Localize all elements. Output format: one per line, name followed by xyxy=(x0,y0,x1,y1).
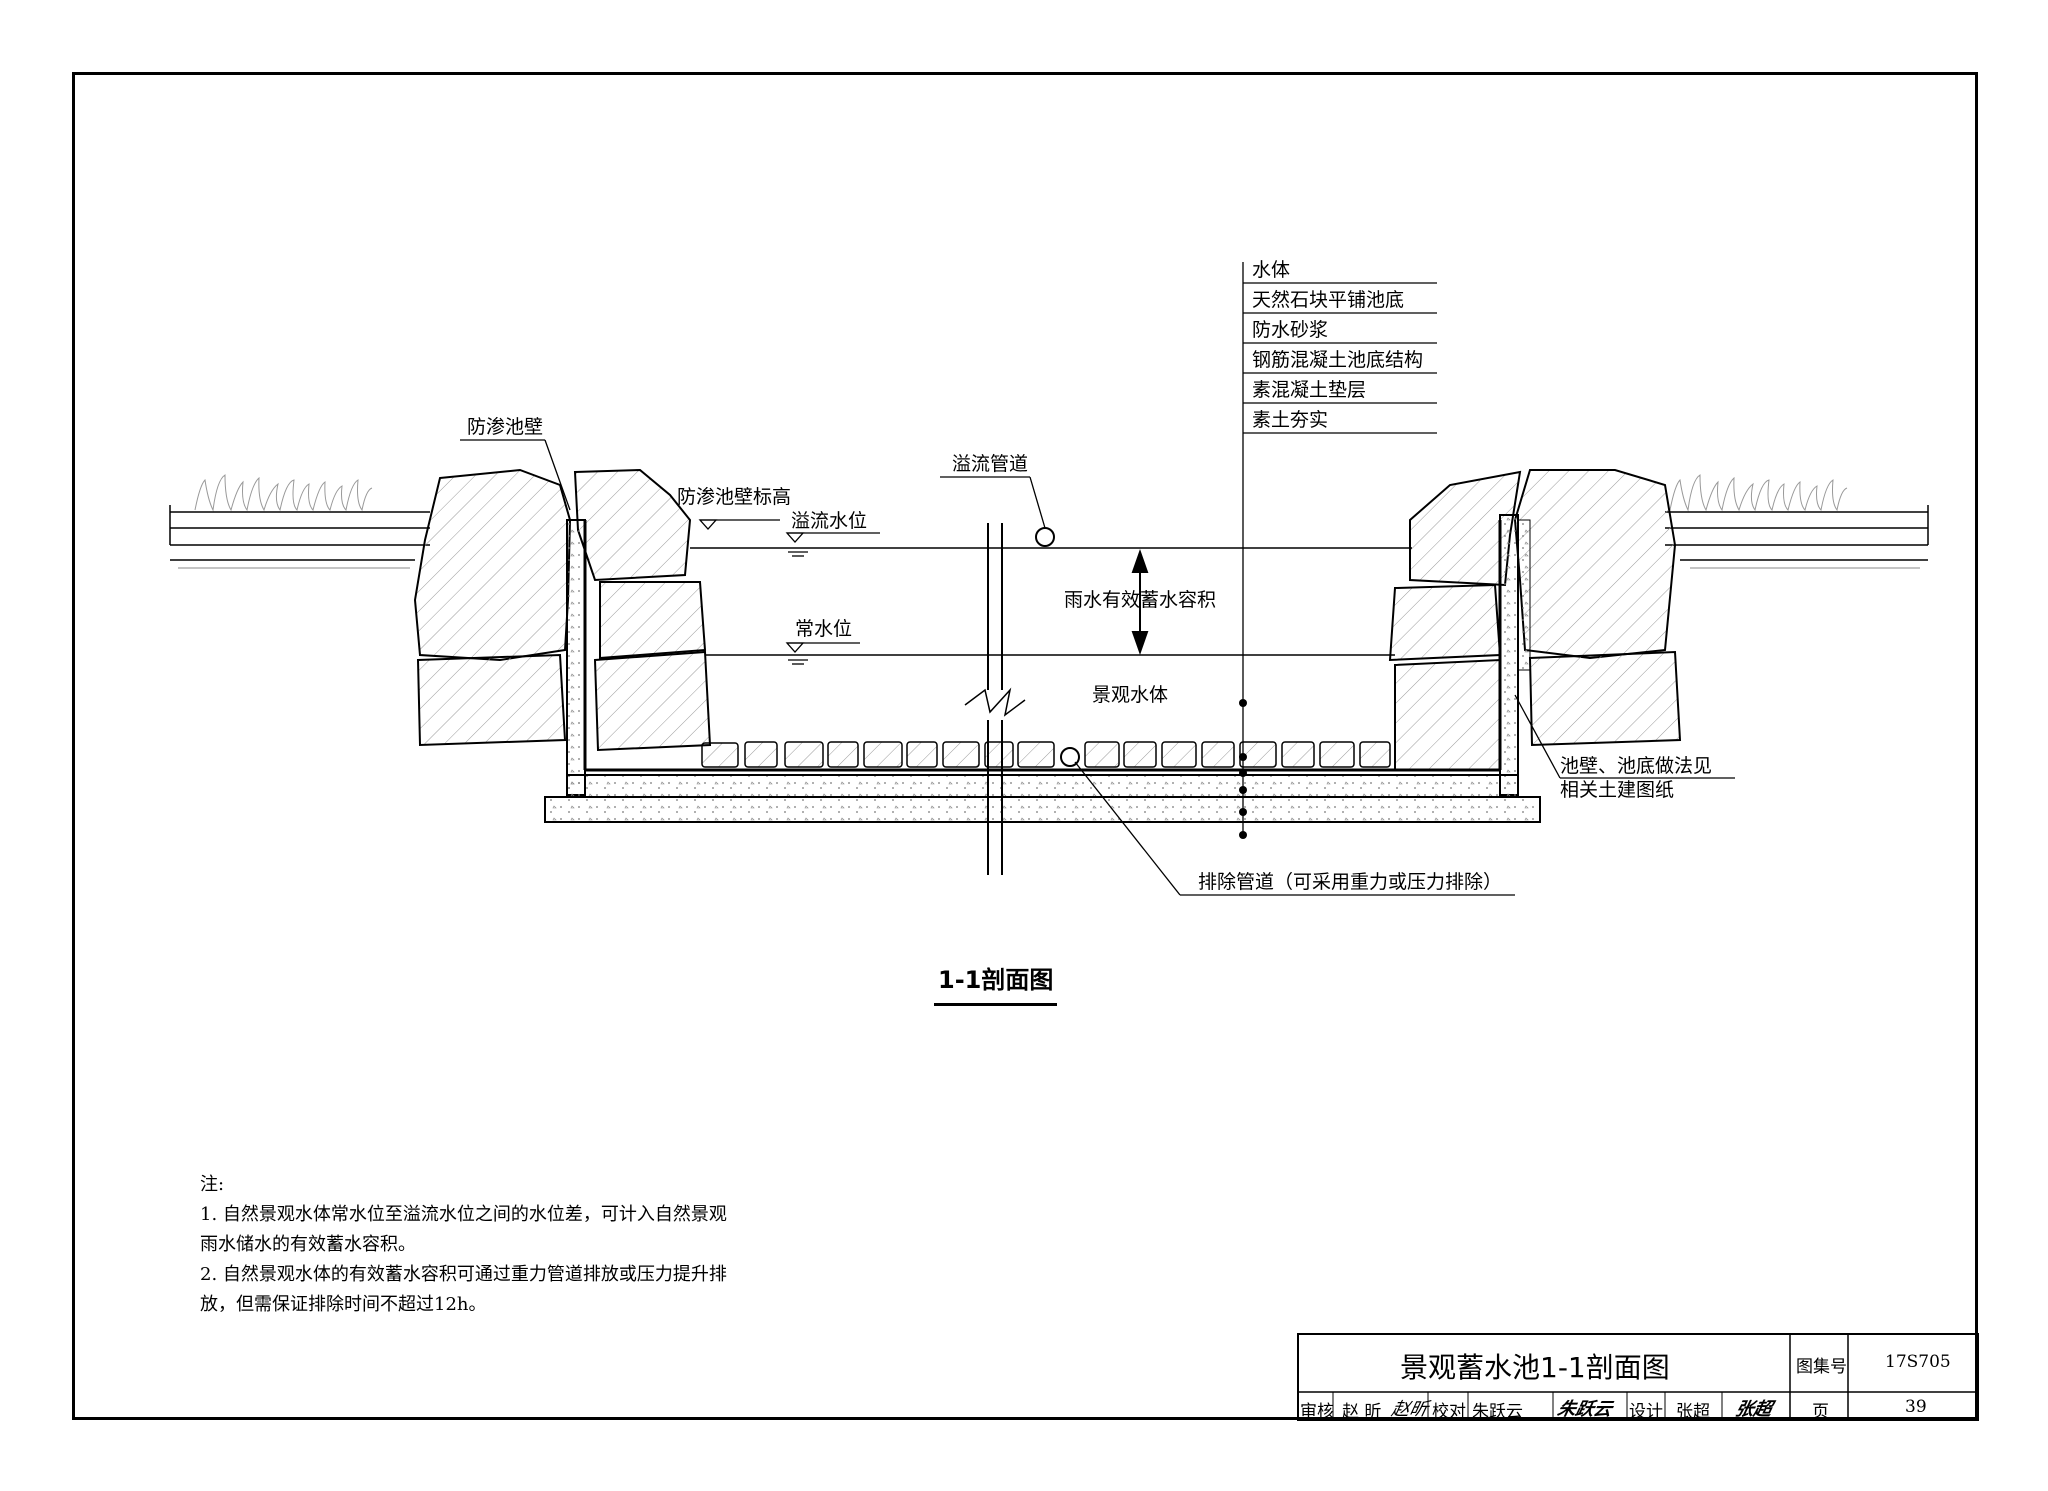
boulders-left xyxy=(413,468,712,752)
section-title: 1-1剖面图 xyxy=(934,960,1058,1006)
checker-name: 朱跃云 xyxy=(1472,1402,1523,1422)
drawing-title: 景观蓄水池1-1剖面图 xyxy=(1400,1351,1670,1384)
checker-signature: 朱跃云 xyxy=(1555,1399,1614,1420)
label-seepage-wall: 防渗池壁 xyxy=(467,416,544,438)
label-overflow-pipe: 溢流管道 xyxy=(952,453,1029,475)
layer-header: 水体 xyxy=(1252,259,1291,281)
reviewer-signature: 赵昕 xyxy=(1389,1399,1430,1420)
pool-structure xyxy=(544,514,1541,823)
ground-right xyxy=(1665,505,1929,569)
label-overflow-level: 溢流水位 xyxy=(791,510,868,532)
boulders-right xyxy=(1388,469,1682,771)
notes: 注: 1. 自然景观水体常水位至溢流水位之间的水位差，可计入自然景观 雨水储水的… xyxy=(200,1170,727,1320)
label-landscape-water: 景观水体 xyxy=(1092,684,1169,706)
paving-stones xyxy=(701,741,1391,768)
design-label: 设计 xyxy=(1629,1402,1663,1422)
page-label: 页 xyxy=(1812,1402,1829,1422)
atlas-number: 17S705 xyxy=(1885,1352,1951,1372)
title-block xyxy=(1297,1333,1979,1421)
label-normal-level: 常水位 xyxy=(795,618,853,640)
layer-item-2: 防水砂浆 xyxy=(1252,319,1329,341)
grass-right xyxy=(1669,474,1848,512)
page-number: 39 xyxy=(1905,1397,1927,1417)
note-line-1: 1. 自然景观水体常水位至溢流水位之间的水位差，可计入自然景观 xyxy=(200,1204,727,1225)
designer-name: 张超 xyxy=(1676,1402,1710,1422)
water-levels xyxy=(690,547,1412,656)
volume-arrow xyxy=(1131,548,1149,656)
grass-left xyxy=(194,474,373,512)
ground-left xyxy=(169,505,430,569)
label-effective-volume: 雨水有效蓄水容积 xyxy=(1064,589,1217,611)
note-line-3: 2. 自然景观水体的有效蓄水容积可通过重力管道排放或压力提升排 xyxy=(200,1264,727,1285)
label-seepage-wall-elevation: 防渗池壁标高 xyxy=(677,486,792,508)
layer-item-3: 钢筋混凝土池底结构 xyxy=(1252,349,1424,371)
layer-item-4: 素混凝土垫层 xyxy=(1252,379,1367,401)
note-line-2: 雨水储水的有效蓄水容积。 xyxy=(200,1234,416,1255)
check-label: 校对 xyxy=(1432,1402,1466,1422)
level-symbols xyxy=(698,519,880,665)
layer-item-1: 天然石块平铺池底 xyxy=(1252,289,1405,311)
note-line-4: 放，但需保证排除时间不超过12h。 xyxy=(200,1294,487,1315)
overflow-pipe-riser xyxy=(964,523,1080,875)
designer-signature: 张超 xyxy=(1733,1399,1774,1420)
notes-heading: 注: xyxy=(200,1174,225,1195)
drawing-frame xyxy=(72,72,1978,1420)
label-wall-note-2: 相关土建图纸 xyxy=(1560,779,1675,801)
review-label: 审核 xyxy=(1300,1402,1334,1422)
label-wall-note-1: 池壁、池底做法见 xyxy=(1560,755,1713,777)
atlas-label: 图集号 xyxy=(1796,1357,1847,1377)
layer-dots xyxy=(1239,699,1247,839)
reviewer-name: 赵 昕 xyxy=(1342,1402,1382,1422)
label-drain-pipe: 排除管道（可采用重力或压力排除） xyxy=(1198,871,1503,893)
leader-lines xyxy=(460,262,1735,896)
layer-item-5: 素土夯实 xyxy=(1252,409,1329,431)
